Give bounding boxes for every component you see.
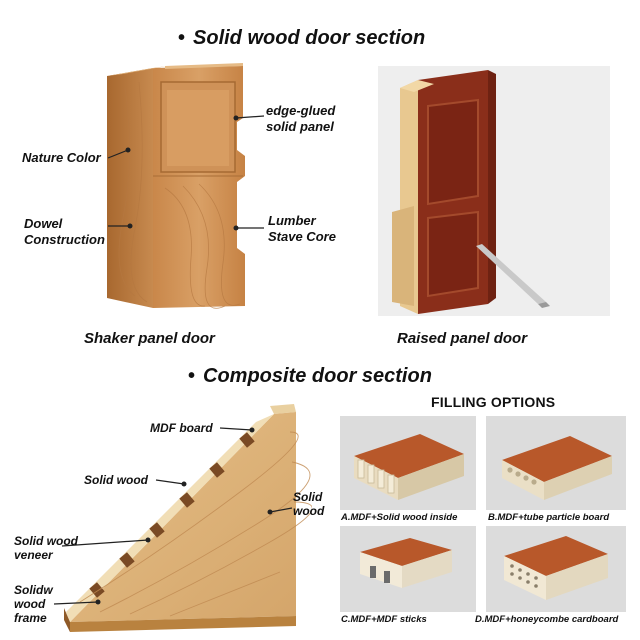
filling-option-d-label: D.MDF+honeycombe cardboard	[475, 614, 619, 625]
filling-option-d-image	[486, 526, 626, 612]
filling-option-b-image	[486, 416, 626, 510]
filling-option-a-label: A.MDF+Solid wood inside	[341, 512, 458, 523]
solid-section-heading: •Solid wood door section	[178, 27, 426, 49]
raised-door-image	[378, 66, 610, 316]
label-solid-wood-veneer: Solid wood veneer	[14, 534, 78, 562]
filling-option-b-label: B.MDF+tube particle board	[488, 512, 610, 523]
label-solid-wood: Solid wood	[84, 473, 148, 487]
composite-door-image	[60, 402, 312, 634]
label-solid-wood-right: Solid wood	[293, 490, 325, 518]
filling-options-title: FILLING OPTIONS	[431, 394, 556, 410]
filling-option-c-image	[340, 526, 476, 612]
label-solid-wood-frame: Solidw wood frame	[14, 583, 53, 625]
filling-option-c-label: C.MDF+MDF sticks	[341, 614, 427, 625]
label-mdf-board: MDF board	[150, 421, 213, 435]
label-nature-color: Nature Color	[22, 150, 101, 165]
filling-option-a-image	[340, 416, 476, 510]
label-lumber-stave-core: Lumber Stave Core	[268, 213, 336, 244]
caption-raised-door: Raised panel door	[397, 330, 528, 347]
label-dowel-construction: Dowel Construction	[24, 216, 105, 247]
caption-shaker-door: Shaker panel door	[84, 330, 215, 347]
shaker-door-image	[95, 58, 270, 316]
composite-section-heading: •Composite door section	[188, 365, 432, 387]
label-edge-glued-panel: edge-glued solid panel	[266, 103, 336, 134]
